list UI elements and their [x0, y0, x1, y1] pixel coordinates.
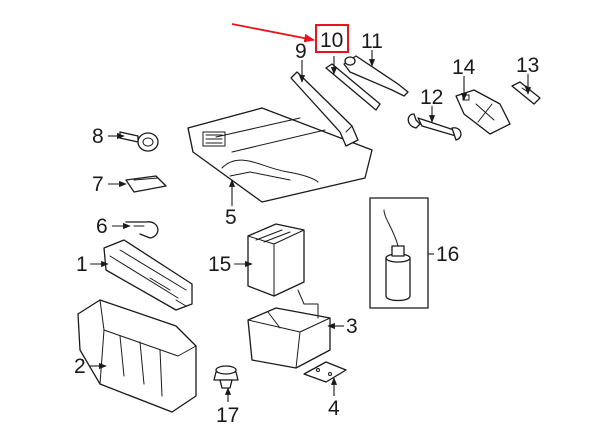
callout-17: 17: [216, 404, 239, 427]
leader-lines: [90, 50, 532, 402]
part-16-bottle: [369, 197, 429, 309]
part-2-floor-tray: [77, 299, 197, 413]
callout-5: 5: [225, 206, 237, 229]
part-4-pad: [303, 361, 347, 383]
callout-8: 8: [92, 125, 104, 148]
part-7-strap: [125, 175, 167, 193]
callout-10: 10: [320, 29, 343, 52]
callout-15: 15: [208, 253, 231, 276]
part-9-handle: [290, 71, 359, 147]
callout-13: 13: [516, 54, 539, 77]
part-15-foam: [247, 223, 305, 297]
callout-3: 3: [346, 315, 358, 338]
callout-9: 9: [295, 40, 307, 63]
callout-6: 6: [96, 215, 108, 238]
callout-11: 11: [361, 30, 383, 53]
part-13-bolt: [511, 81, 541, 105]
part-5-cover: [187, 107, 373, 203]
callout-14: 14: [452, 56, 476, 79]
callout-1: 1: [76, 253, 88, 276]
callout-4: 4: [328, 397, 340, 420]
callout-7: 7: [92, 173, 104, 196]
highlight-part-10: [231, 23, 349, 53]
callout-12: 12: [420, 86, 443, 109]
part-3-bin: [247, 289, 331, 369]
part-17-plug: [213, 365, 239, 389]
callout-16: 16: [436, 243, 459, 266]
callout-2: 2: [74, 355, 86, 378]
part-11-wrench: [343, 55, 409, 97]
callout-labels: 10 9 11 14 13 12 8 7 5 6 1 15 16 3 2 17 …: [74, 29, 539, 427]
part-10-rod: [325, 63, 381, 111]
part-1-holder: [103, 239, 193, 311]
part-12-spanner: [407, 113, 462, 141]
part-14-bracket: [455, 89, 511, 135]
part-8-eyebolt: [119, 131, 159, 152]
part-6-clip: [125, 221, 159, 239]
